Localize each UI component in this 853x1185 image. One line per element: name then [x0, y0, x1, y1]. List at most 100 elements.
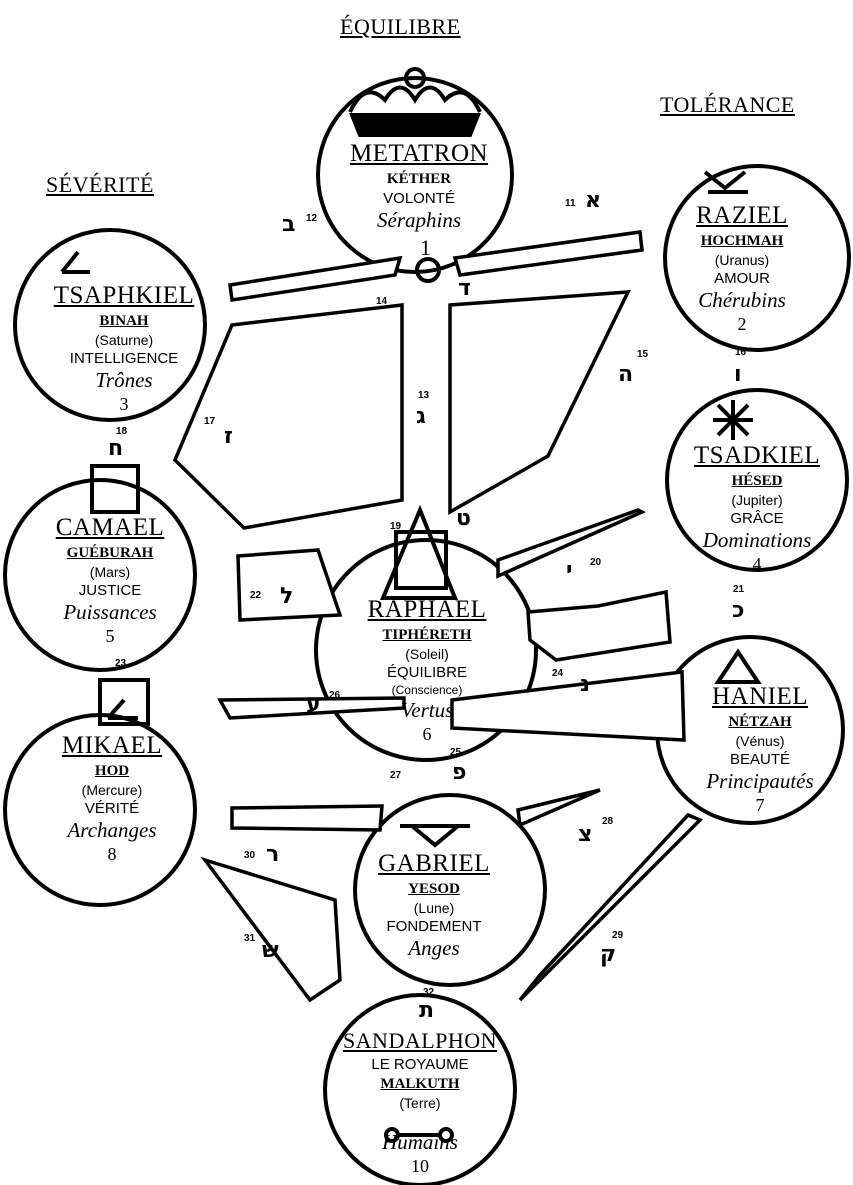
hebrew-letter: ר [266, 842, 280, 867]
circle-geburah [3, 478, 197, 672]
sefira-number: 6 [422, 724, 432, 744]
sefira-geburah: CAMAEL GUÉBURAH (Mars) JUSTICE Puissance… [56, 514, 165, 647]
pillar-right: TOLÉRANCE [660, 92, 795, 117]
hebrew-letter: ש [262, 938, 279, 963]
path-number: 30 [244, 850, 256, 861]
path-number: 19 [390, 521, 402, 532]
sefira-name: HÉSED [731, 473, 783, 489]
sefira-binah: TSAPHKIEL BINAH (Saturne) INTELLIGENCE T… [54, 282, 195, 415]
planet: (Soleil) [405, 646, 449, 662]
hebrew-letter: ד [458, 276, 471, 301]
angelic-choir: Dominations [702, 528, 812, 552]
path-number: 24 [552, 668, 564, 679]
panel-upper-left [228, 255, 403, 303]
hebrew-letter: א [585, 188, 602, 213]
angel-name: RAPHAEL [367, 596, 487, 623]
hebrew-letter: י [566, 558, 573, 583]
planet: (Vénus) [735, 733, 785, 749]
sefira-name: HOD [94, 763, 130, 779]
circle-binah [13, 228, 207, 422]
sefira-quality: JUSTICE [78, 582, 142, 599]
path-number: 28 [602, 816, 614, 827]
angelic-choir: Anges [408, 936, 460, 960]
path-number: 16 [735, 347, 747, 358]
hochmah-symbol-icon [703, 170, 748, 194]
binah-symbol-icon [60, 250, 90, 274]
sefira-tiphereth: RAPHAEL TIPHÉRETH (Soleil) ÉQUILIBRE (Co… [368, 596, 487, 745]
sefira-name: BINAH [99, 313, 149, 329]
sefira-quality: ÉQUILIBRE [386, 664, 468, 681]
sefira-name: GUÉBURAH [66, 545, 154, 561]
sefira-name: HOCHMAH [700, 233, 784, 249]
path-number: 26 [329, 690, 341, 701]
panel-left-mid [236, 548, 343, 622]
planet: (Uranus) [714, 252, 770, 268]
planet: (Terre) [399, 1095, 441, 1111]
netzah-triangle-icon [714, 648, 762, 684]
hebrew-letter: צ [578, 822, 593, 847]
angelic-choir: Archanges [67, 818, 157, 842]
sefira-name: TIPHÉRETH [382, 627, 472, 643]
hebrew-letter: ו [734, 362, 742, 387]
sefira-quality: VOLONTÉ [383, 190, 455, 207]
panel-right-tip [526, 589, 672, 662]
angel-name: HANIEL [711, 683, 809, 710]
path-number: 12 [306, 213, 318, 224]
panel-right-large [448, 290, 631, 516]
sefira-netzah: HANIEL NÉTZAH (Vénus) BEAUTÉ Principauté… [706, 683, 813, 816]
tiphereth-square-icon [394, 530, 448, 590]
kether-ring-icon [415, 257, 441, 283]
path-number: 18 [116, 426, 128, 437]
pillar-center: ÉQUILIBRE [340, 14, 461, 39]
geburah-square-icon [90, 464, 140, 514]
angel-name: CAMAEL [55, 514, 165, 541]
sefira-quality: VÉRITÉ [84, 800, 140, 817]
hebrew-letter: ג [416, 404, 426, 429]
planet: (Mars) [89, 564, 131, 580]
angelic-choir: Chérubins [698, 288, 786, 312]
panel-right-mid [496, 508, 647, 579]
sefira-quality: AMOUR [714, 270, 770, 287]
hebrew-letter: ת [419, 998, 435, 1023]
path-number: 27 [390, 770, 402, 781]
path-number: 25 [450, 747, 462, 758]
angel-name: MIKAEL [61, 732, 163, 759]
path-number: 13 [418, 390, 430, 401]
sefira-name: KÉTHER [386, 171, 452, 187]
angel-name: RAZIEL [696, 202, 788, 229]
sefira-quality: INTELLIGENCE [69, 350, 179, 367]
sefira-kether: METATRON KÉTHER VOLONTÉ Séraphins [350, 140, 488, 233]
sefira-hod: MIKAEL HOD (Mercure) VÉRITÉ Archanges 8 [62, 732, 162, 865]
path-number: 29 [612, 930, 624, 941]
angel-name: TSADKIEL [693, 442, 821, 469]
planet: (Saturne) [94, 332, 154, 348]
panel-left-large [172, 303, 404, 530]
hebrew-letter: ל [280, 584, 294, 609]
path-number: 20 [590, 557, 602, 568]
path-number: 11 [565, 198, 576, 209]
planet: (Mercure) [81, 782, 143, 798]
angelic-choir: Trônes [95, 368, 153, 392]
hebrew-letter: כ [732, 598, 745, 623]
circle-tiphereth [314, 538, 538, 762]
angel-name: SANDALPHON [342, 1028, 498, 1053]
circle-hochmah [663, 164, 851, 352]
angel-name: METATRON [349, 140, 489, 167]
hesed-star-icon [713, 400, 753, 440]
sefira-name: NÉTZAH [728, 714, 792, 730]
hebrew-letter: פ [452, 760, 467, 785]
angelic-choir: Séraphins [376, 208, 461, 232]
sefira-hochmah: RAZIEL HOCHMAH (Uranus) AMOUR Chérubins … [696, 202, 788, 335]
sefira-subtitle: LE ROYAUME [371, 1056, 469, 1073]
path-number: 21 [733, 584, 745, 595]
sefira-quality: GRÂCE [730, 510, 784, 527]
sefira-number: 4 [752, 554, 762, 574]
sefira-number: 8 [107, 844, 117, 864]
panel-lower-left [217, 696, 406, 720]
path-number: 23 [115, 658, 127, 669]
pillar-left: SÉVÉRITÉ [46, 172, 154, 197]
panel-low-right2 [516, 788, 601, 828]
sefira-yesod: GABRIEL YESOD (Lune) FONDEMENT Anges [378, 850, 490, 961]
hod-square-icon [98, 678, 150, 726]
